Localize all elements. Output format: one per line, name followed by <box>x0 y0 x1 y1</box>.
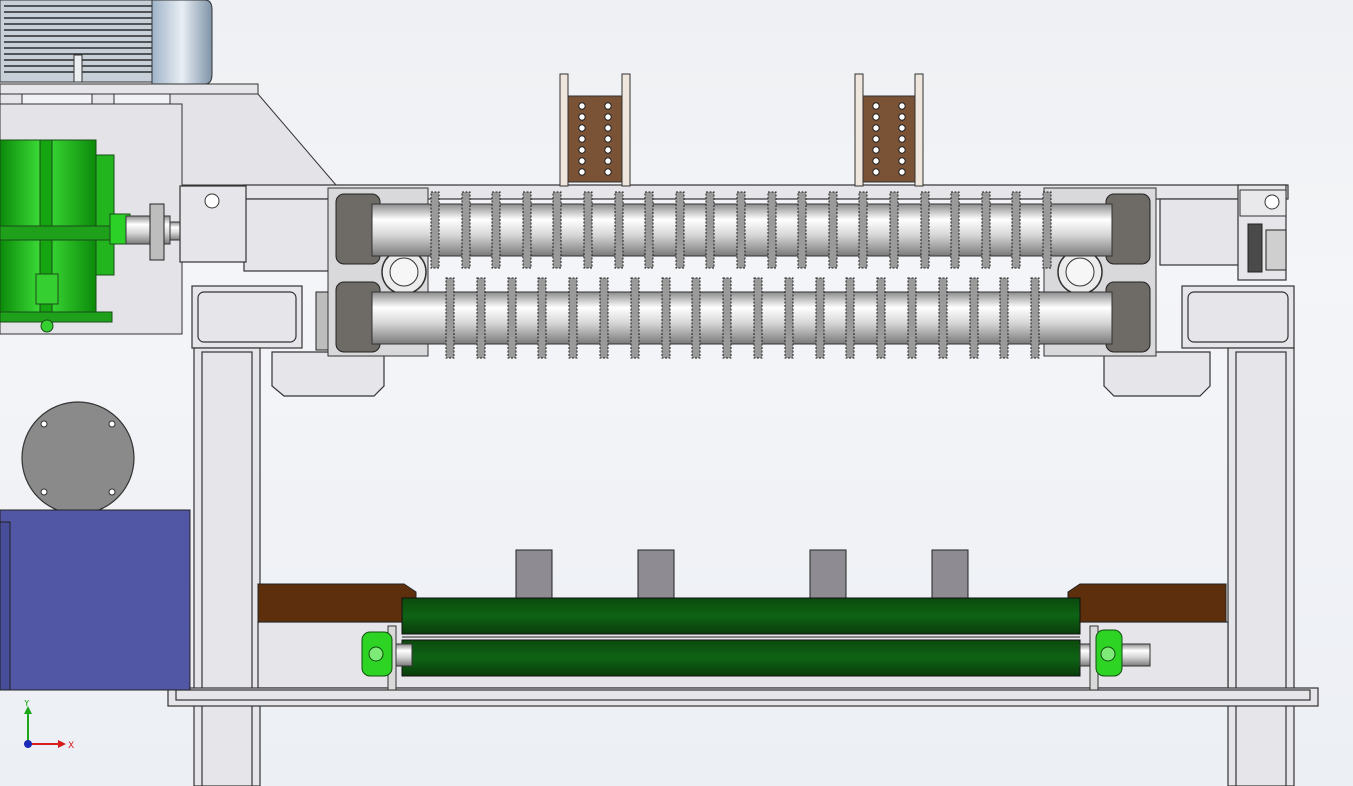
gear-reducer[interactable] <box>0 139 131 333</box>
bracket-hole <box>578 157 586 165</box>
cutting-disc <box>705 191 715 269</box>
bracket-hole <box>578 102 586 110</box>
cutting-disc <box>1030 277 1040 359</box>
bracket-hole <box>578 113 586 121</box>
bracket-hole <box>898 113 906 121</box>
cutting-disc <box>522 191 532 269</box>
bracket-hole <box>604 113 612 121</box>
cutting-disc <box>614 191 624 269</box>
bracket-hole <box>898 135 906 143</box>
cutting-disc <box>753 277 763 359</box>
cutting-disc <box>938 277 948 359</box>
bracket-hole <box>898 102 906 110</box>
bracket-hole <box>872 102 880 110</box>
conveyor-stop-blocks <box>515 549 969 599</box>
bracket-hole <box>604 124 612 132</box>
cutting-disc <box>845 277 855 359</box>
cutting-disc <box>1042 191 1052 269</box>
cutting-disc <box>969 277 979 359</box>
bracket-hole <box>898 168 906 176</box>
feed-bracket-left[interactable] <box>559 73 631 187</box>
cutting-disc <box>644 191 654 269</box>
cutting-disc <box>630 277 640 359</box>
bracket-hole <box>604 102 612 110</box>
cutting-disc <box>552 191 562 269</box>
cutting-disc <box>675 191 685 269</box>
cutting-disc <box>889 191 899 269</box>
right-end-fittings <box>204 189 1287 273</box>
cutting-disc <box>981 191 991 269</box>
conveyor-motor[interactable] <box>0 401 191 691</box>
bracket-hole <box>872 124 880 132</box>
cutting-disc <box>858 191 868 269</box>
cutting-disc <box>430 191 440 269</box>
cutting-disc <box>583 191 593 269</box>
axis-triad: X Y <box>23 700 74 751</box>
y-axis-label: Y <box>23 700 30 709</box>
cutting-disc <box>999 277 1009 359</box>
cutting-disc <box>784 277 794 359</box>
feed-bracket-right[interactable] <box>854 73 924 187</box>
cutting-disc <box>491 191 501 269</box>
bracket-hole <box>578 146 586 154</box>
bracket-hole <box>898 124 906 132</box>
bracket-hole <box>604 146 612 154</box>
cutting-disc <box>767 191 777 269</box>
cutting-disc <box>476 277 486 359</box>
cutting-disc <box>950 191 960 269</box>
cutting-disc <box>445 277 455 359</box>
bracket-hole <box>872 168 880 176</box>
bracket-hole <box>872 157 880 165</box>
bracket-holes <box>578 102 906 176</box>
cutting-disc <box>599 277 609 359</box>
cutting-disc <box>661 277 671 359</box>
drive-motor[interactable] <box>0 0 213 85</box>
cutting-disc <box>907 277 917 359</box>
cutting-disc <box>537 277 547 359</box>
bracket-hole <box>872 135 880 143</box>
cutting-disc <box>797 191 807 269</box>
origin-marker <box>24 740 32 748</box>
bracket-hole <box>872 113 880 121</box>
conveyor-coupling-right[interactable] <box>1095 629 1123 677</box>
bearing-housings <box>335 193 1151 353</box>
bracket-hole <box>898 157 906 165</box>
bracket-hole <box>578 135 586 143</box>
cutting-disc <box>461 191 471 269</box>
bracket-hole <box>898 146 906 154</box>
conveyor-belt[interactable] <box>401 597 1081 677</box>
cutting-disc <box>722 277 732 359</box>
bracket-hole <box>578 124 586 132</box>
x-axis-label: X <box>68 741 74 751</box>
cutting-disc <box>815 277 825 359</box>
cutting-disc <box>691 277 701 359</box>
bracket-hole <box>604 135 612 143</box>
bracket-hole <box>604 168 612 176</box>
bracket-hole <box>604 157 612 165</box>
conveyor-coupling-left[interactable] <box>361 631 393 677</box>
cutting-disc <box>920 191 930 269</box>
cutting-disc <box>828 191 838 269</box>
cutting-disc <box>568 277 578 359</box>
lower-shredder-roller[interactable] <box>371 291 1113 345</box>
bracket-hole <box>872 146 880 154</box>
cutting-disc <box>876 277 886 359</box>
bracket-hole <box>578 168 586 176</box>
cutting-disc <box>736 191 746 269</box>
cutting-disc <box>1011 191 1021 269</box>
lower-cutting-discs <box>445 277 1040 359</box>
upper-cutting-discs <box>430 191 1052 269</box>
cutting-disc <box>507 277 517 359</box>
